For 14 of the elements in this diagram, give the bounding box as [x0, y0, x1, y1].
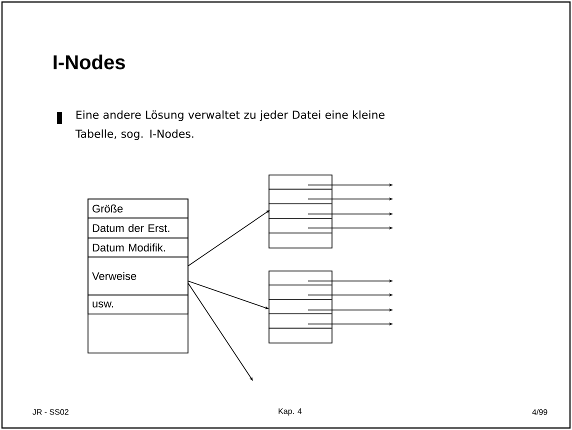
footer-text: JR - SS02: [32, 409, 68, 415]
table-cell: Datum der Erst.: [88, 218, 188, 238]
block-table: [268, 174, 332, 248]
table-cell: Größe: [88, 198, 188, 218]
bullet-text: Eine andere Lösung verwaltet zu jeder Datei eine kleine Tabelle, sog. I-Nodes.: [75, 110, 384, 140]
slide-title: I-Nodes: [54, 54, 125, 70]
arrow: [188, 210, 270, 266]
table-cell: Datum Modifik.: [88, 238, 188, 258]
footer-text: 4/99: [532, 409, 548, 415]
block-table: [268, 270, 332, 344]
table-cell: Verweise: [88, 256, 188, 296]
arrow: [188, 282, 253, 381]
footer-text: Kap. 4: [278, 408, 302, 416]
table-cell: usw.: [88, 294, 188, 314]
